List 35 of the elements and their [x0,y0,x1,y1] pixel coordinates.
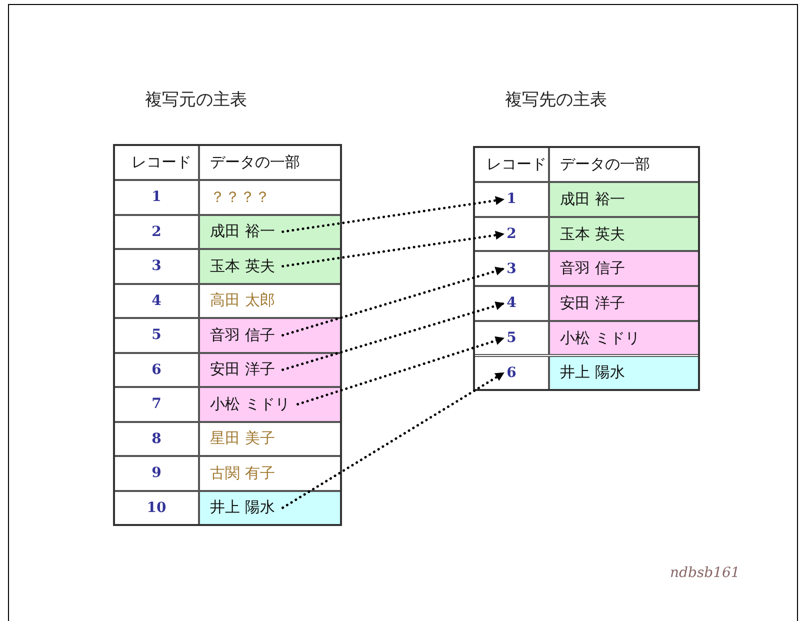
dotted-arrow [282,196,505,233]
dotted-arrow [282,266,505,336]
table-cell: 小松 ミドリ [549,320,699,356]
header-cell: レコード [474,147,549,182]
table-cell: 安田 洋子 [549,286,699,321]
dotted-arrow [282,372,505,509]
name-text: 玉本 英夫 [210,256,275,276]
record-number: 2 [506,226,516,242]
record-number: 4 [506,295,516,312]
name-text: 井上 陽水 [210,498,275,518]
name-text: 安田 洋子 [210,360,275,380]
name-text: 小松 ミドリ [210,394,290,414]
table-cell: 1 [114,180,199,214]
record-number: 6 [506,364,516,381]
header-cell: データの一部 [199,145,341,180]
table-cell: 4 [114,284,199,318]
header-cell: レコード [114,145,199,180]
table-cell: 井上 陽水 [549,356,699,390]
table-cell: 成田 裕一 [549,182,699,217]
name-text: 音羽 信子 [210,326,275,345]
dotted-arrow [296,336,505,406]
table-title: 複写元の主表 [145,89,247,111]
record-number: 5 [506,330,516,346]
dotted-arrow [282,301,505,371]
table-cell: 8 [114,422,199,456]
figure-code: ndbsb161 [670,565,740,581]
table-cell: 9 [114,456,199,490]
table-cell: 玉本 英夫 [549,216,699,252]
table-title: 複写先の主表 [505,89,607,111]
record-number: 1 [506,191,516,208]
dotted-arrow [282,230,505,268]
table-cell: 星田 美子 [199,422,341,456]
name-text: 成田 裕一 [210,222,275,242]
table-cell: 音羽 信子 [549,251,699,286]
record-number: 3 [506,260,516,277]
